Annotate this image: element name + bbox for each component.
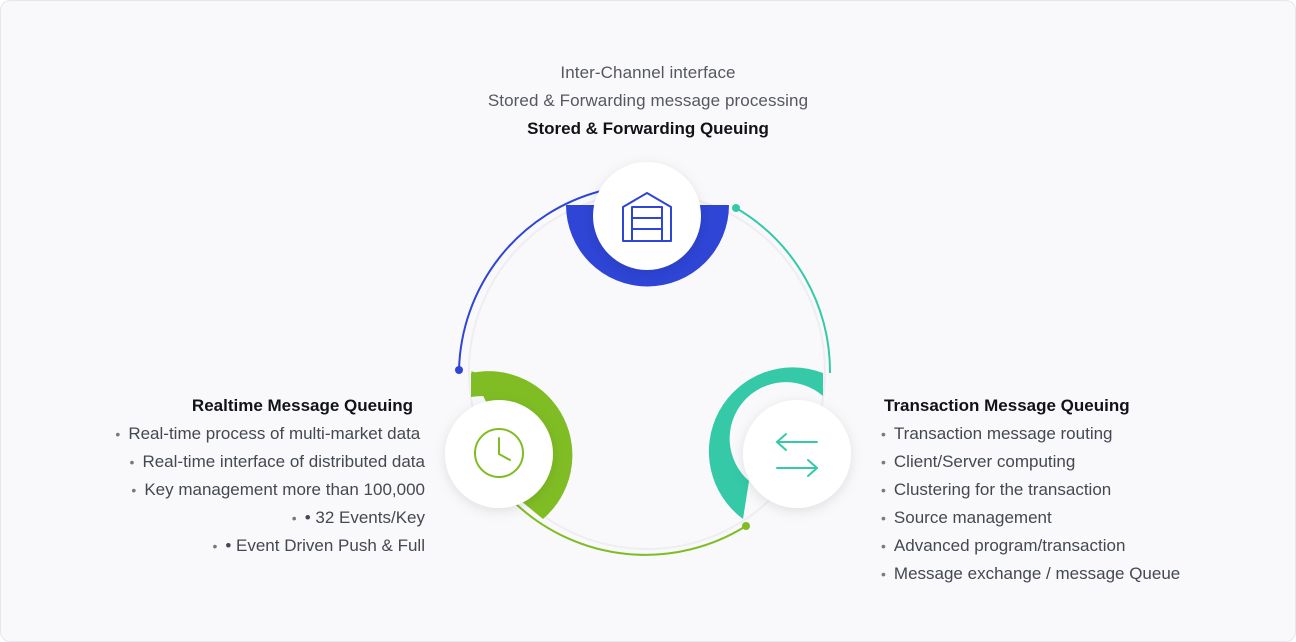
list-item: • Transaction message routing <box>881 420 1180 448</box>
connector-dot-green <box>742 522 750 530</box>
swap-arrows-icon <box>776 433 818 477</box>
bullet-icon: • <box>291 510 297 526</box>
right-node-ring <box>708 367 823 519</box>
list-item: • Real-time interface of distributed data <box>41 448 425 476</box>
top-line: Stored & Forwarding message processing <box>487 91 809 110</box>
list-item-text: Key management more than 100,000 <box>144 480 425 499</box>
left-node-title: Realtime Message Queuing <box>191 396 413 415</box>
bullet-icon: • <box>129 454 135 470</box>
bullet-icon: • <box>881 482 886 498</box>
bullet-icon: • <box>212 538 218 554</box>
top-node-description: Inter-Channel interface Stored & Forward… <box>448 59 848 143</box>
list-item-text: • Event Driven Push & Full <box>225 536 425 555</box>
bullet-icon: • <box>881 454 886 470</box>
connector-arc-teal <box>735 207 832 374</box>
list-item-text: Message exchange / message Queue <box>893 564 1181 583</box>
right-node-circle <box>743 400 851 508</box>
right-node-title: Transaction Message Queuing <box>884 396 1130 415</box>
clock-icon <box>474 428 524 478</box>
list-item-text: • 32 Events/Key <box>304 508 425 527</box>
top-node-circle <box>593 162 701 270</box>
list-item: • Source management <box>881 504 1180 532</box>
connector-arc-green <box>515 503 747 556</box>
list-item: • Real-time process of multi-market data <box>41 420 425 448</box>
list-item: • Clustering for the transaction <box>881 476 1180 504</box>
list-item-text: Client/Server computing <box>893 452 1076 471</box>
list-item-text: Source management <box>893 508 1052 527</box>
list-item: • Client/Server computing <box>881 448 1180 476</box>
connector-dot-teal <box>732 204 740 212</box>
list-item: • • Event Driven Push & Full <box>41 532 425 560</box>
top-node-title: Stored & Forwarding Queuing <box>527 119 769 138</box>
bullet-icon: • <box>881 510 886 526</box>
list-item: • • 32 Events/Key <box>41 504 425 532</box>
list-item-text: Clustering for the transaction <box>893 480 1112 499</box>
top-line: Inter-Channel interface <box>560 63 736 82</box>
list-item-text: Transaction message routing <box>893 424 1113 443</box>
list-item: • Key management more than 100,000 <box>41 476 425 504</box>
bullet-icon: • <box>115 426 121 442</box>
list-item: • Message exchange / message Queue <box>881 560 1180 588</box>
left-node-ring-fill <box>471 371 573 519</box>
bullet-icon: • <box>881 566 886 582</box>
left-node-list: •Real-time process of multi-market data … <box>41 420 425 560</box>
warehouse-icon <box>622 192 672 242</box>
list-item-text: Real-time process of multi-market data <box>128 424 421 443</box>
bullet-icon: • <box>881 538 886 554</box>
bullet-icon: • <box>131 482 137 498</box>
list-item-text: Real-time interface of distributed data <box>142 452 425 471</box>
list-item: • Advanced program/transaction <box>881 532 1180 560</box>
connector-dot-blue <box>455 366 463 374</box>
list-item-text: Advanced program/transaction <box>893 536 1126 555</box>
right-node-list: • Transaction message routing • Client/Ser… <box>881 420 1180 588</box>
bullet-icon: • <box>881 426 886 442</box>
connector-arc-blue <box>458 190 602 371</box>
